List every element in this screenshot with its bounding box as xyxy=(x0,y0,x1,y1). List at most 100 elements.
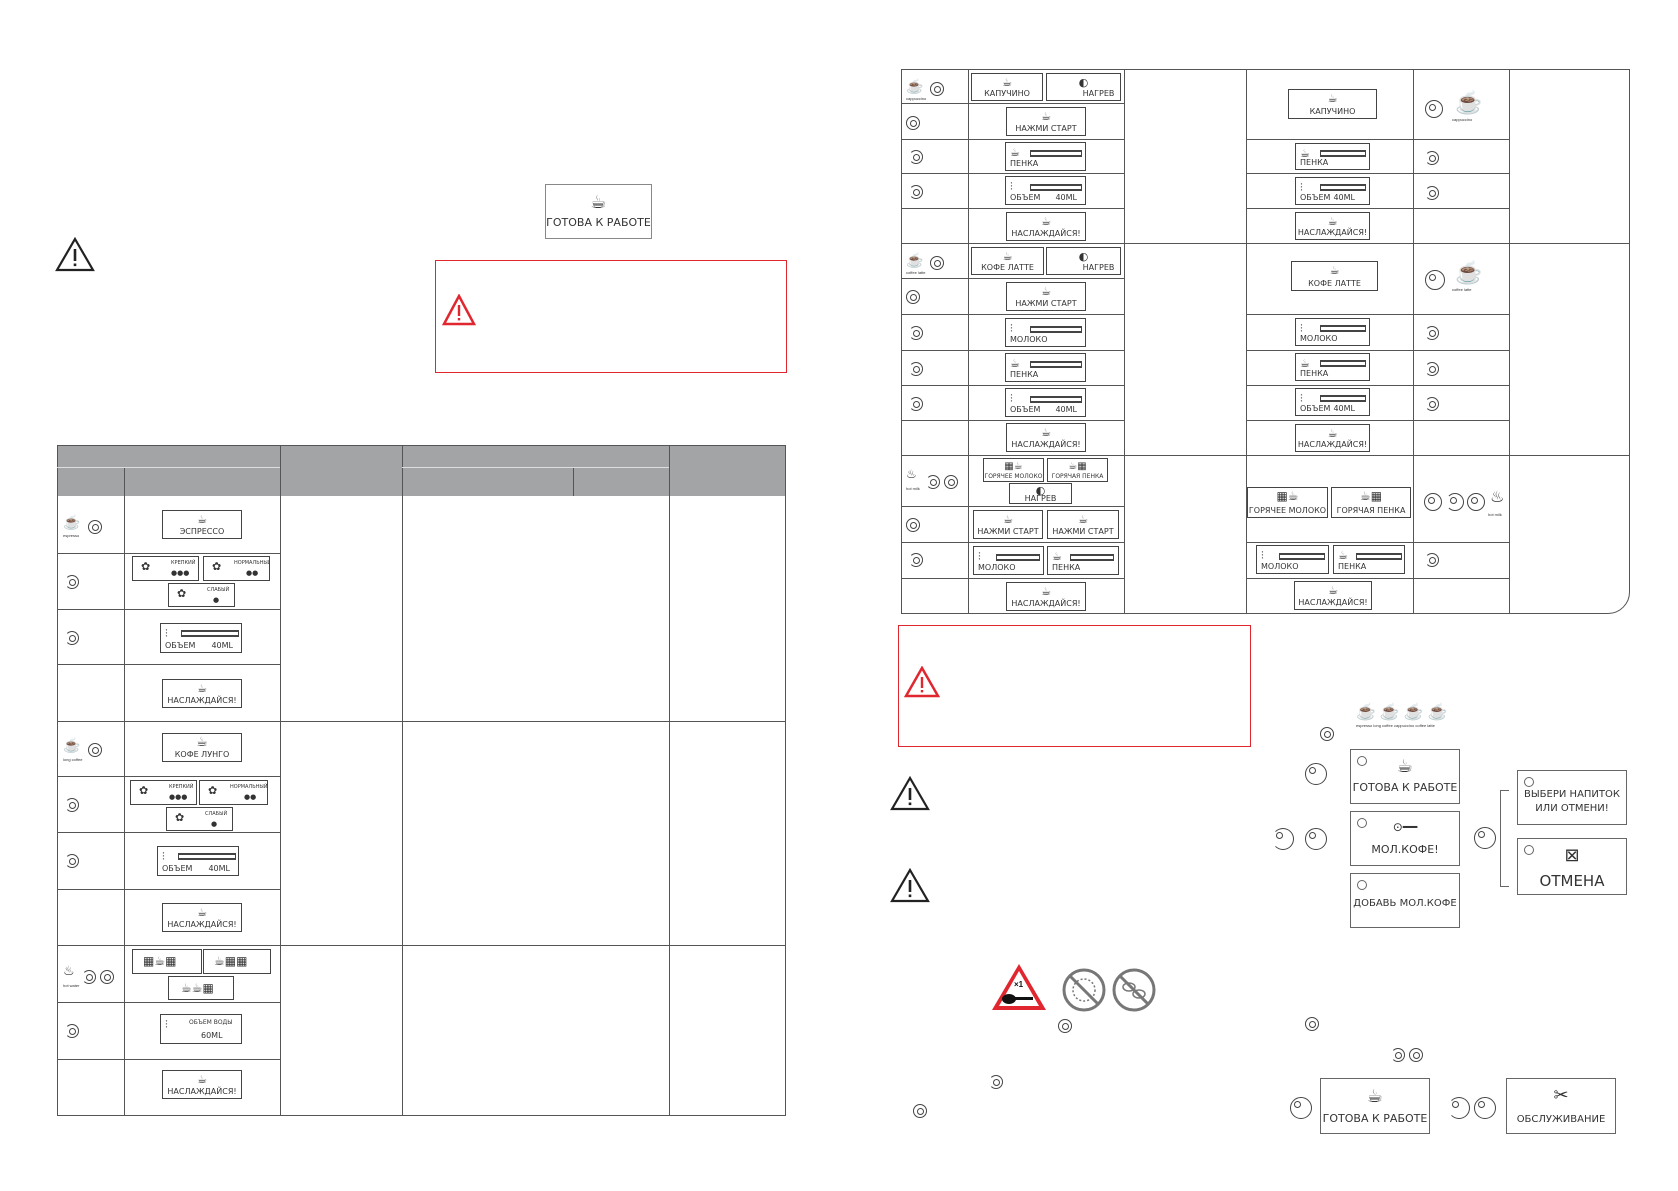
hot-milk-icon: ♨ xyxy=(906,467,917,481)
bean-icon: ✿ xyxy=(212,560,222,573)
choose-drink-line2: ИЛИ ОТМЕНИ! xyxy=(1535,803,1609,814)
foam-display: ☕ ПЕНКА xyxy=(1047,546,1119,575)
start-knob-icon xyxy=(906,290,920,304)
milk-label: МОЛОКО xyxy=(1261,562,1299,571)
volume-label: ОБЪЕМ xyxy=(1300,193,1331,202)
tap-icon: ⫶ xyxy=(165,627,168,640)
foam-label: ПЕНКА xyxy=(1338,562,1367,571)
start-knob-icon xyxy=(944,475,958,489)
rotate-knob-icon xyxy=(1425,186,1439,200)
bean-dots: ●●● xyxy=(171,569,190,577)
press-start-label: НАЖМИ СТАРТ xyxy=(1052,527,1114,536)
volume-value: 40ML xyxy=(1333,193,1355,202)
hot-milk-display: ▦☕ ГОРЯЧЕЕ МОЛОКО xyxy=(1247,487,1328,518)
enjoy-label: НАСЛАЖДАЙСЯ! xyxy=(1011,229,1081,238)
cappuccino-icon-label: cappuccino xyxy=(1452,117,1473,122)
rotate-knob-icon xyxy=(909,553,923,567)
enjoy-display: ☕ НАСЛАЖДАЙСЯ! xyxy=(1295,424,1370,452)
bean-dots: ●● xyxy=(244,793,257,801)
milk-drinks-table xyxy=(901,69,1630,614)
hot-milk-label: ГОРЯЧЕЕ МОЛОКО xyxy=(984,473,1043,480)
press-start-label: НАЖМИ СТАРТ xyxy=(977,527,1039,536)
volume-label: ОБЪЕМ xyxy=(162,864,193,873)
press-start-label: НАЖМИ СТАРТ xyxy=(1015,299,1077,308)
enjoy-display: ☕ НАСЛАЖДАЙСЯ! xyxy=(162,903,242,932)
enjoy-label: НАСЛАЖДАЙСЯ! xyxy=(1297,440,1368,449)
rotate-knob-icon xyxy=(65,631,79,645)
enjoy-label: НАСЛАЖДАЙСЯ! xyxy=(1011,440,1081,449)
water-volume-display: ⫶ ОБЪЕМ ВОДЫ 60ML xyxy=(160,1014,242,1044)
hot-foam-label: ГОРЯЧАЯ ПЕНКА xyxy=(1051,473,1104,480)
cup-icon: ☕ xyxy=(1010,146,1020,159)
bean-icon: ✿ xyxy=(175,811,185,824)
enjoy-label: НАСЛАЖДАЙСЯ! xyxy=(167,696,237,705)
cancel-display: ⊠ ОТМЕНА xyxy=(1517,838,1627,895)
heat-icon: ◐ xyxy=(1078,76,1089,89)
cappuccino-cup-icon: ☕ xyxy=(906,78,924,94)
drink-icons: ☕▦ xyxy=(1359,489,1383,503)
cappuccino-label: КАПУЧИНО xyxy=(1309,107,1356,116)
cup-icon: ☕ xyxy=(1396,756,1414,777)
milk-coffee-display: ⊙━━ МОЛ.КОФЕ! xyxy=(1350,811,1460,866)
cappuccino-cup-icon: ☕ xyxy=(1455,90,1483,115)
tap-icon: ⫶ xyxy=(1010,180,1013,193)
rotate-knob-icon xyxy=(909,185,923,199)
start-knob-icon xyxy=(1409,1048,1423,1062)
tap-icon: ⫶ xyxy=(162,850,165,863)
heat-display: ◐ НАГРЕВ xyxy=(1046,73,1121,101)
one-dose-label: ×1 xyxy=(1014,980,1024,989)
rotate-knob-icon xyxy=(1425,553,1439,567)
rotate-knob-icon xyxy=(1391,1048,1405,1062)
bean-dots: ● xyxy=(213,596,220,604)
long-icon-label: long coffee xyxy=(1373,723,1393,728)
volume-value: 40ML xyxy=(1055,405,1077,414)
cup-icon: ☕ xyxy=(1002,250,1013,263)
heat-label: НАГРЕВ xyxy=(1082,263,1115,272)
tap-icon: ⫶ xyxy=(1261,549,1264,562)
drink-icons: ▦☕▦ xyxy=(143,954,177,968)
warning-icon xyxy=(890,776,930,811)
rotate-knob-icon xyxy=(1446,493,1464,511)
cup-icon: ☕ xyxy=(196,735,208,750)
bean-icon: ✿ xyxy=(139,784,149,797)
drink-icons: ▦☕ xyxy=(1276,489,1299,503)
milk-pipe-icon: ⊙━━ xyxy=(1392,820,1418,834)
status-led xyxy=(1524,845,1534,855)
rotate-knob-icon xyxy=(909,362,923,376)
hot-water-menu-display-2: ☕▦▦ xyxy=(203,949,271,974)
foam-label: ПЕНКА xyxy=(1300,158,1329,167)
drinks-table-header xyxy=(57,445,786,496)
latte-icon-label: coffee latte xyxy=(1452,287,1472,292)
lungo-icon-label: long coffee xyxy=(63,757,83,762)
volume-display: ⫶ ОБЪЕМ 40ML xyxy=(1005,388,1086,417)
milk-display: ⫶ МОЛОКО xyxy=(1005,318,1086,347)
start-knob-icon xyxy=(1305,1017,1319,1031)
rotate-knob-icon xyxy=(909,397,923,411)
hot-foam-display: ☕▦ ГОРЯЧАЯ ПЕНКА xyxy=(1047,458,1108,482)
enjoy-label: НАСЛАЖДАЙСЯ! xyxy=(167,920,237,929)
normal-label: НОРМАЛЬНЫЙ xyxy=(234,560,270,566)
strength-strong-display: ✿ КРЕПКИЙ ●●● xyxy=(130,780,197,805)
foam-display: ☕ ПЕНКА xyxy=(1005,353,1086,382)
service-label: ОБСЛУЖИВАНИЕ xyxy=(1516,1114,1606,1125)
start-knob-icon xyxy=(1474,1097,1496,1119)
latte-label: КОФЕ ЛАТТЕ xyxy=(1308,279,1361,288)
rotate-knob-icon xyxy=(989,1075,1003,1089)
bracket-line xyxy=(1500,790,1509,887)
tap-icon: ⫶ xyxy=(1300,392,1303,405)
cup-icon: ☕ xyxy=(1052,550,1062,563)
enjoy-display: ☕ НАСЛАЖДАЙСЯ! xyxy=(1006,423,1086,452)
start-knob-icon xyxy=(1058,1019,1072,1033)
latte-display: ☕ КОФЕ ЛАТТЕ xyxy=(971,247,1044,275)
hot-water-icon: ♨ xyxy=(63,963,75,978)
volume-value: 40ML xyxy=(208,864,230,873)
no-beans-icon xyxy=(1112,968,1156,1012)
strong-label: КРЕПКИЙ xyxy=(169,784,194,790)
warning-box-top xyxy=(435,260,787,373)
lungo-display: ☕ КОФЕ ЛУНГО xyxy=(162,733,242,762)
no-powder-icon xyxy=(1062,968,1106,1012)
cup-icon: ☕ xyxy=(197,906,207,919)
cup-icon: ☕ xyxy=(1327,215,1338,228)
cup-icon: ☕ xyxy=(1328,584,1338,597)
start-knob-icon xyxy=(930,82,944,96)
